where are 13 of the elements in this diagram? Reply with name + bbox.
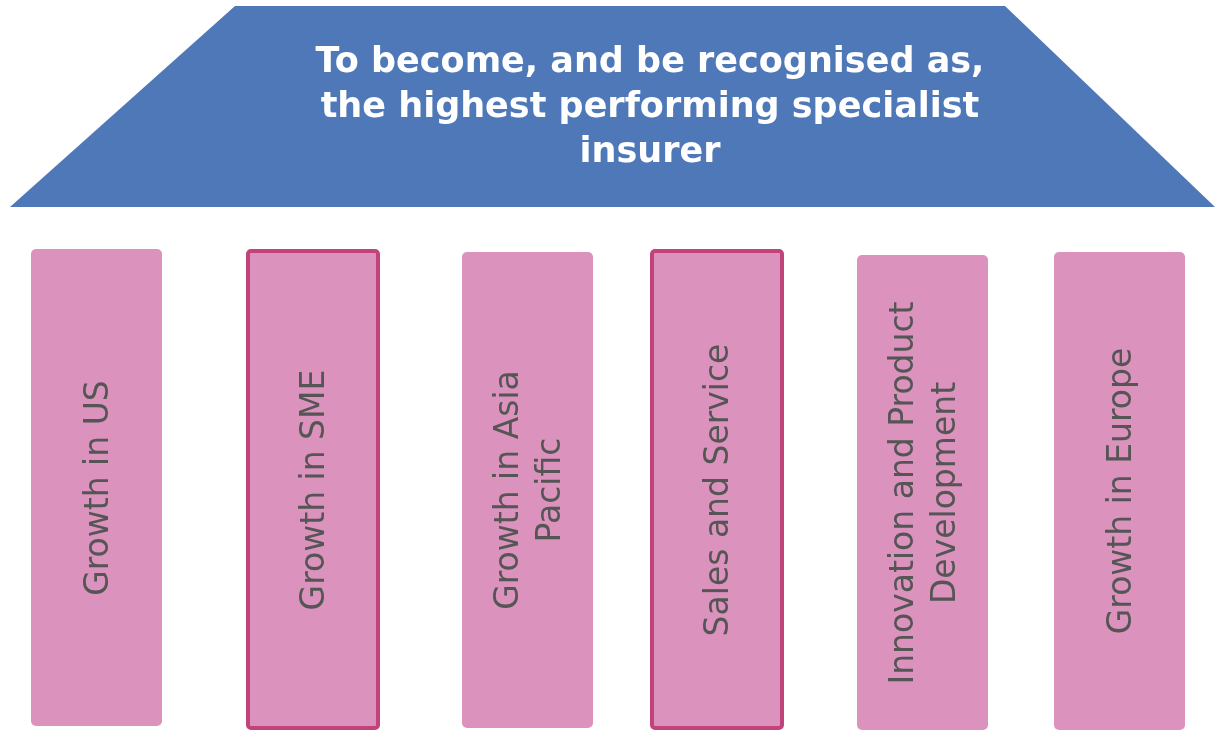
vision-statement: To become, and be recognised as, the highest performing specialist insurer — [314, 39, 986, 172]
pillar-label: Growth in Europe — [1098, 346, 1140, 637]
pillar — [1054, 252, 1185, 730]
pillar-label: Growth in US — [75, 378, 117, 598]
pillar — [462, 252, 593, 728]
highlighted-pillar — [246, 249, 380, 730]
pillar-label: Sales and Service — [696, 342, 737, 638]
pillar — [857, 255, 988, 730]
highlighted-pillar — [650, 249, 784, 730]
pillar-label: Growth in SME — [292, 368, 333, 612]
pillar-label: Growth in Asia Pacific — [485, 369, 569, 612]
pillar — [31, 249, 162, 726]
pillar-label: Innovation and Product Development — [880, 299, 964, 687]
